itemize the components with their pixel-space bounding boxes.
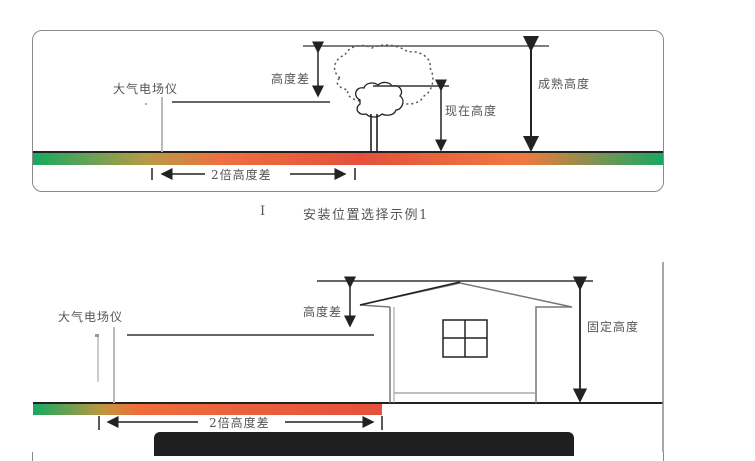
distance-label-2: 2倍高度差 bbox=[209, 416, 270, 430]
mature-tree-crown bbox=[333, 44, 434, 105]
height-diff-label-1: 高度差 bbox=[271, 72, 311, 86]
current-height-label: 现在高度 bbox=[445, 104, 498, 118]
distance-label-1: 2倍高度差 bbox=[211, 168, 272, 182]
field-mill-icon bbox=[145, 97, 163, 152]
mature-height-label: 成熟高度 bbox=[538, 77, 591, 91]
figure2-ground bbox=[33, 402, 663, 415]
fixed-height-label: 固定高度 bbox=[587, 320, 640, 334]
caption-marker: I bbox=[260, 204, 267, 219]
figure1-caption: 安装位置选择示例1 bbox=[303, 208, 429, 223]
distance-arrow-2 bbox=[98, 416, 383, 430]
height-diff-label-2: 高度差 bbox=[303, 305, 343, 319]
field-mill-icon-2 bbox=[95, 327, 115, 403]
distance-arrow-1 bbox=[151, 168, 356, 180]
house-icon bbox=[359, 281, 573, 403]
instrument-label-2: 大气电场仪 bbox=[58, 310, 124, 324]
overlay-bar bbox=[154, 432, 574, 456]
current-tree-crown bbox=[354, 81, 404, 118]
instrument-label-1: 大气电场仪 bbox=[113, 82, 179, 96]
figure1-ground bbox=[33, 151, 663, 165]
tree-trunk bbox=[370, 114, 378, 152]
